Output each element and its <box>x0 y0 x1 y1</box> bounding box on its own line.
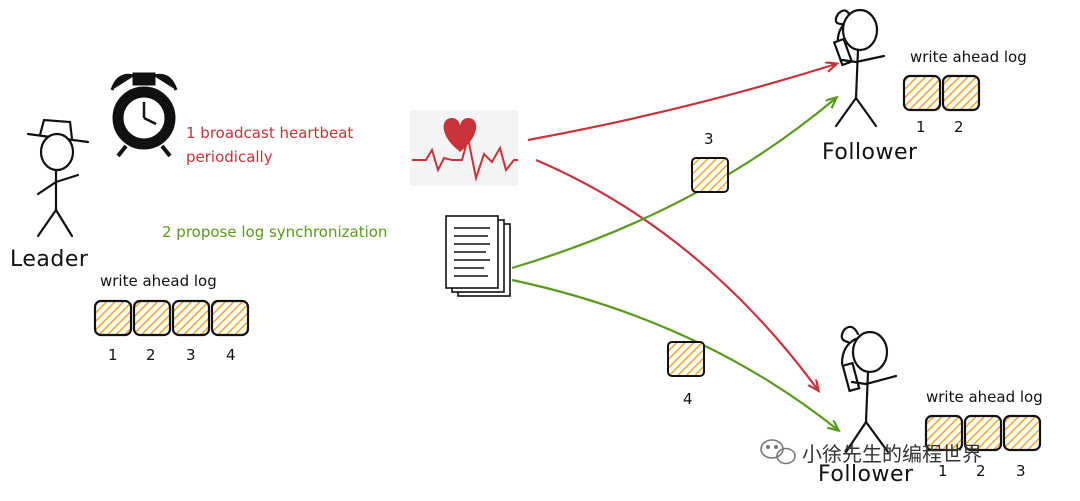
sync-step-label: 2 propose log synchronization <box>162 223 388 241</box>
leader-wal-index-2: 2 <box>146 346 156 364</box>
sync-arrow-to-bottom-follower <box>511 278 838 430</box>
heartbeat-step-line2: periodically <box>186 148 273 166</box>
heartbeat-step-line1: 1 broadcast heartbeat <box>186 124 354 142</box>
bottom-follower-wal-label: write ahead log <box>926 388 1043 406</box>
leader-figure <box>26 118 90 238</box>
leader-label: Leader <box>10 247 89 272</box>
in-flight-index-3: 3 <box>704 130 714 148</box>
document-stack-icon <box>445 215 511 297</box>
bottom-follower-wal-index-3: 3 <box>1016 462 1026 480</box>
leader-wal-index-1: 1 <box>108 346 118 364</box>
bottom-follower-figure <box>840 325 898 454</box>
top-follower-label: Follower <box>822 140 918 165</box>
leader-wal-label: write ahead log <box>100 272 217 290</box>
bottom-follower-wal-index-1: 1 <box>938 462 948 480</box>
top-follower-wal-index-1: 1 <box>916 118 926 136</box>
bottom-follower-wal-index-2: 2 <box>976 462 986 480</box>
top-follower-wal-label: write ahead log <box>910 48 1027 66</box>
heartbeat-arrow-to-top-follower <box>527 64 836 142</box>
alarm-clock-icon <box>110 72 178 158</box>
sync-arrow-to-top-follower <box>511 98 836 270</box>
in-flight-entry-3 <box>691 157 729 193</box>
top-follower-figure <box>832 8 886 128</box>
in-flight-entry-4 <box>667 341 705 377</box>
leader-wal-boxes <box>93 299 250 337</box>
top-follower-wal-boxes <box>902 74 981 112</box>
leader-wal-index-4: 4 <box>226 346 236 364</box>
heartbeat-icon <box>410 110 518 186</box>
heartbeat-arrow-to-bottom-follower <box>535 158 818 390</box>
watermark-text: 小徐先生的编程世界 <box>802 442 982 466</box>
bottom-follower-wal-boxes <box>924 414 1042 452</box>
leader-wal-index-3: 3 <box>186 346 196 364</box>
wechat-logo <box>760 439 796 465</box>
bottom-follower-label: Follower <box>818 462 914 487</box>
top-follower-wal-index-2: 2 <box>954 118 964 136</box>
in-flight-index-4: 4 <box>683 390 693 408</box>
